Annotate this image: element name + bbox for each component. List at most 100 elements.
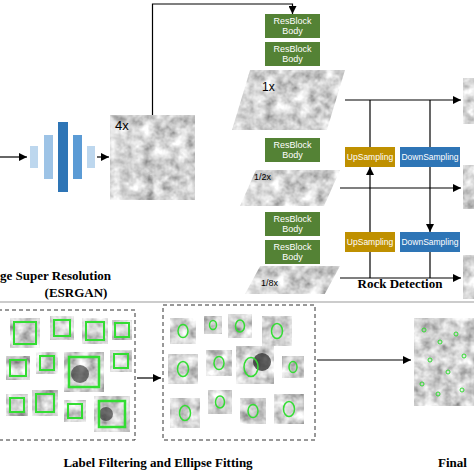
rock-tile [10, 318, 40, 348]
rock-box [86, 322, 104, 340]
image-fill [245, 266, 340, 294]
rock-box [69, 357, 99, 387]
rock-ellipse [460, 388, 464, 392]
rock-ellipse [454, 332, 458, 336]
flow-arrow [340, 187, 461, 188]
rock-tile [82, 318, 108, 344]
flow-connector [153, 4, 293, 115]
rock-tile [262, 316, 292, 346]
rock-box [114, 354, 128, 368]
flow-arrow [137, 377, 161, 378]
rock-ellipse [420, 382, 424, 386]
output-image [463, 165, 474, 209]
rock-tile [32, 390, 58, 416]
rock-ellipse [244, 358, 258, 377]
rock-tile [204, 316, 222, 334]
output-image [463, 78, 474, 124]
rock-tile [6, 394, 28, 416]
network-layer [58, 122, 68, 192]
scale-label: 1x [262, 80, 275, 94]
rock-box [36, 394, 54, 412]
rock-tile [110, 350, 132, 372]
flow-arrow [345, 99, 461, 100]
rock-shadow [253, 353, 271, 371]
image-fill [232, 70, 345, 130]
caption-label: Label Filtering and Ellipse Fitting [63, 455, 252, 471]
rock-shadow [99, 407, 113, 421]
image-panel: 1x [232, 70, 345, 130]
rock-ellipse [216, 396, 225, 408]
rock-box [115, 323, 129, 337]
flow-arrow [317, 359, 411, 360]
rock-box [10, 360, 26, 376]
resblock-box: ResBlock Body [265, 14, 320, 38]
flow-connector [369, 167, 370, 232]
rock-ellipse [422, 328, 426, 332]
box-label: ResBlock Body [265, 16, 320, 36]
rock-tile [240, 398, 266, 424]
output-image [463, 255, 474, 299]
section-divider [0, 302, 474, 303]
downsampling-box: DownSampling [400, 147, 460, 167]
resblock-box: ResBlock Body [265, 42, 320, 66]
rock-box [40, 356, 54, 370]
rock-tile [168, 354, 198, 384]
network-layer [73, 135, 82, 179]
rock-tile [236, 346, 274, 384]
rock-tile [94, 396, 130, 432]
input-arrow [0, 156, 27, 157]
resblock-box: ResBlock Body [265, 138, 320, 162]
rock-ellipse [272, 324, 283, 339]
dashed-frame [163, 305, 315, 440]
flow-line [369, 252, 370, 278]
rock-tile [282, 356, 304, 378]
box-label: UpSampling [347, 152, 393, 162]
rock-ellipse [436, 392, 440, 396]
rock-tile [64, 400, 86, 422]
caption-label: Rock Detection [358, 276, 443, 292]
image-texture [232, 70, 345, 130]
box-label: DownSampling [401, 152, 458, 162]
image-fill [240, 170, 340, 206]
flow-arrow [97, 156, 109, 157]
rock-ellipse [178, 362, 189, 377]
rock-ellipse [428, 358, 432, 362]
flow-line [429, 252, 430, 278]
caption-label: (ESRGAN) [45, 285, 108, 301]
rock-tile [170, 398, 200, 428]
image-panel: 4x [110, 115, 195, 200]
rock-box [99, 401, 125, 427]
box-label: ResBlock Body [265, 44, 320, 64]
rock-box [68, 404, 82, 418]
image-texture [245, 266, 340, 294]
upsampling-box: UpSampling [345, 232, 395, 252]
box-label: ResBlock Body [265, 242, 320, 262]
flow-line [429, 100, 430, 147]
network-layer [87, 146, 95, 168]
rock-ellipse [446, 370, 450, 374]
rock-ellipse [248, 405, 258, 418]
rock-tile [208, 390, 232, 414]
flow-line [369, 100, 370, 147]
image-fill [110, 115, 195, 200]
rock-tile [206, 350, 232, 376]
rock-ellipse [284, 402, 295, 417]
scale-label: 4x [115, 118, 129, 133]
upsampling-box: UpSampling [345, 147, 395, 167]
rock-ellipse [438, 340, 442, 344]
rock-ellipse [180, 406, 191, 421]
resblock-box: ResBlock Body [265, 212, 320, 236]
rock-box [10, 398, 24, 412]
rock-ellipse [178, 325, 188, 338]
dashed-frame [0, 310, 135, 440]
image-panel: 1/8x [245, 266, 340, 294]
image-panel: 1/2x [240, 170, 340, 206]
scale-label: 1/2x [254, 172, 271, 182]
downsampling-box: DownSampling [400, 232, 460, 252]
rock-tile [274, 394, 304, 424]
rock-box [54, 320, 70, 336]
box-label: DownSampling [401, 237, 458, 247]
